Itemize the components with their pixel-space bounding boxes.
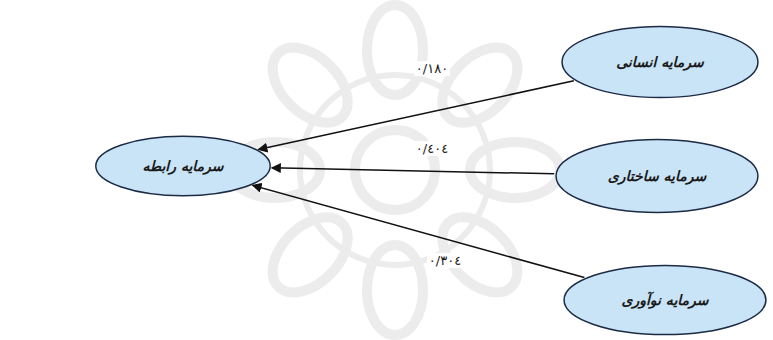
node-label: سرمایه نوآوری	[622, 292, 709, 308]
path-coefficient: ٠/٤٠٤	[414, 141, 450, 156]
ellipse-node: سرمایه رابطه	[94, 135, 272, 197]
node-label: سرمایه ساختاری	[608, 168, 706, 184]
ellipse-node: سرمایه انسانی	[560, 25, 760, 99]
path-coefficient: ٠/١٨٠	[414, 61, 450, 76]
ellipse-node: سرمایه نوآوری	[562, 264, 768, 336]
arrow-connector	[253, 185, 585, 277]
node-label: سرمایه رابطه	[142, 158, 223, 174]
arrow-connector	[272, 168, 554, 174]
node-label: سرمایه انسانی	[616, 54, 704, 70]
arrow-connector	[258, 81, 573, 150]
path-coefficient: ٠/٣٠٤	[427, 253, 463, 268]
ellipse-node: سرمایه ساختاری	[554, 138, 760, 214]
